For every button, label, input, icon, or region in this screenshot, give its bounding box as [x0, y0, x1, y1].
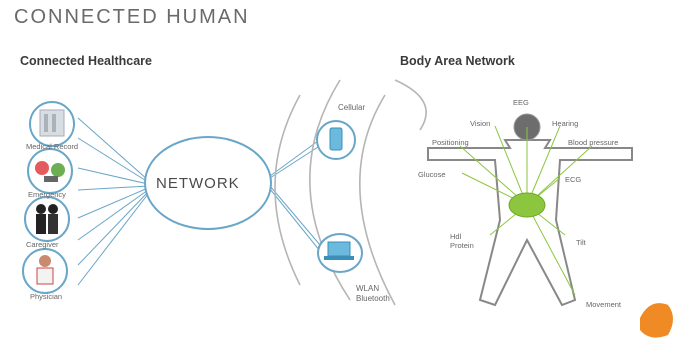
label-movement: Movement: [586, 300, 622, 309]
emergency-icon: [35, 161, 49, 175]
connected-healthcare-heading: Connected Healthcare: [20, 54, 152, 68]
node-wlan: [317, 233, 363, 273]
label-vision: Vision: [470, 119, 491, 128]
node-cellular: [316, 120, 356, 160]
label-physician: Physician: [30, 292, 63, 301]
node-caregiver: [24, 196, 70, 242]
label-cellular: Cellular: [338, 103, 366, 112]
network-hub: [144, 136, 272, 230]
label-glucose: Glucose: [418, 170, 446, 179]
label-tilt: Tilt: [576, 238, 586, 247]
network-label: NETWORK: [156, 175, 240, 192]
label-hearing: Hearing: [552, 119, 579, 128]
node-medical-record: [29, 101, 75, 147]
node-physician: [22, 248, 68, 294]
label-blood-pressure: Blood pressure: [568, 138, 619, 147]
caregiver-icon: [36, 204, 46, 214]
label-eeg: EEG: [513, 98, 529, 107]
label-ecg: ECG: [565, 175, 582, 184]
phone-icon: [329, 127, 343, 151]
label-caregiver: Caregiver: [26, 240, 59, 249]
human-body: [427, 139, 633, 307]
label-positioning: Positioning: [432, 138, 469, 147]
label-wlan-bluetooth: WLAN Bluetooth: [356, 284, 390, 303]
label-hdl-protein: Hdl Protein: [450, 232, 474, 250]
diagram-title: CONNECTED HUMAN: [14, 6, 250, 28]
label-emergency: Emergency: [28, 190, 66, 199]
body-area-network-heading: Body Area Network: [400, 54, 515, 68]
sensor-links: [459, 125, 593, 296]
physician-icon: [39, 255, 51, 267]
network-connectors: [269, 140, 321, 252]
signal-arcs: [274, 79, 427, 306]
laptop-icon: [327, 241, 351, 257]
hub-sensor: [508, 192, 546, 218]
node-emergency: [27, 148, 73, 194]
orange-accent: [640, 303, 673, 338]
label-medical-record: Medical Record: [26, 142, 79, 151]
node-connectors: [77, 117, 149, 286]
